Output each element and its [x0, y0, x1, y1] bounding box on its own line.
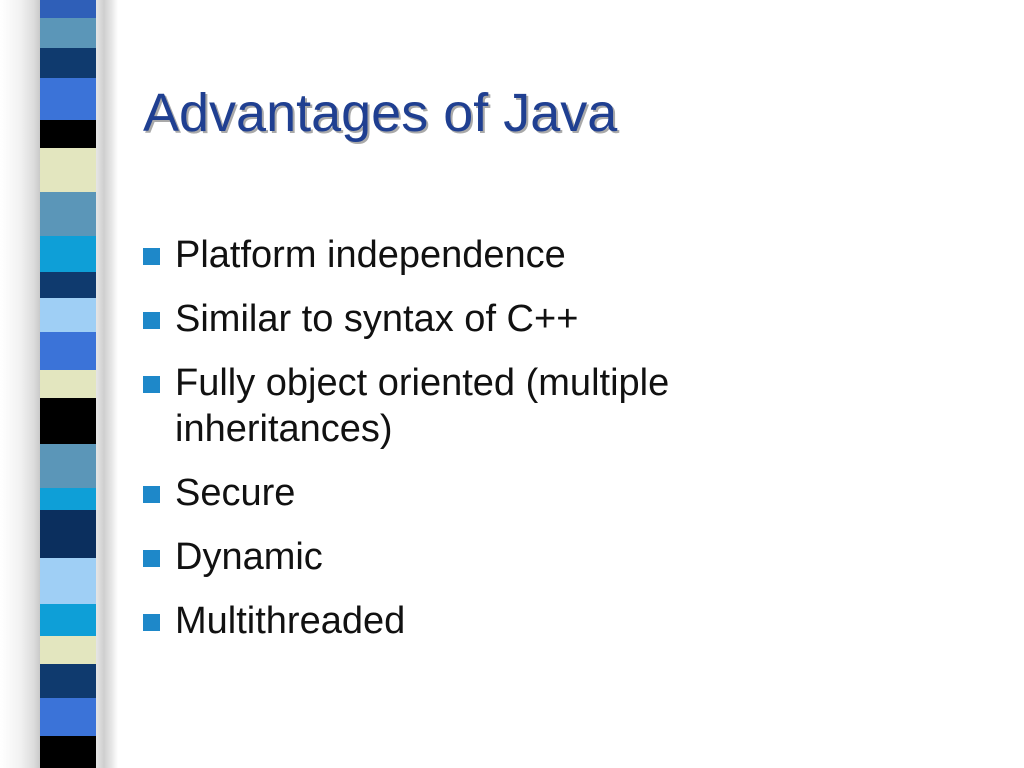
square-bullet-icon: [143, 248, 160, 265]
bullet-text: Multithreaded: [175, 600, 406, 642]
decorative-stripe-column: [40, 0, 96, 768]
bullet-list: Platform independence Similar to syntax …: [143, 232, 863, 662]
bullet-item: Multithreaded: [143, 598, 863, 644]
bullet-item: Secure: [143, 470, 863, 516]
square-bullet-icon: [143, 376, 160, 393]
square-bullet-icon: [143, 614, 160, 631]
stripe-block: [40, 192, 96, 236]
stripe-block: [40, 148, 96, 192]
bullet-item: Platform independence: [143, 232, 863, 278]
stripe-block: [40, 510, 96, 558]
stripe-block: [40, 48, 96, 78]
bullet-item: Fully object oriented (multiple inherita…: [143, 360, 863, 452]
slide-title: Advantages of Java: [143, 83, 618, 143]
bullet-text: Dynamic: [175, 536, 323, 578]
stripe-block: [40, 558, 96, 604]
stripe-block: [40, 736, 96, 768]
bullet-text: Similar to syntax of C++: [175, 298, 579, 340]
bullet-item: Dynamic: [143, 534, 863, 580]
stripe-block: [40, 636, 96, 664]
stripe-block: [40, 664, 96, 698]
stripe-block: [40, 18, 96, 48]
square-bullet-icon: [143, 486, 160, 503]
bullet-text: Platform independence: [175, 234, 566, 276]
stripe-block: [40, 444, 96, 488]
bullet-item: Similar to syntax of C++: [143, 296, 863, 342]
stripe-block: [40, 236, 96, 272]
stripe-block: [40, 698, 96, 736]
stripe-block: [40, 488, 96, 510]
stripe-block: [40, 298, 96, 332]
stripe-block: [40, 0, 96, 18]
bullet-text: Fully object oriented (multiple inherita…: [175, 362, 670, 450]
stripe-block: [40, 120, 96, 148]
square-bullet-icon: [143, 312, 160, 329]
square-bullet-icon: [143, 550, 160, 567]
stripe-block: [40, 78, 96, 120]
stripe-block: [40, 332, 96, 370]
stripe-block: [40, 604, 96, 636]
stripe-block: [40, 370, 96, 398]
stripe-block: [40, 272, 96, 298]
bullet-text: Secure: [175, 472, 296, 514]
stripe-block: [40, 398, 96, 444]
decorative-band-left-shadow: [0, 0, 40, 768]
